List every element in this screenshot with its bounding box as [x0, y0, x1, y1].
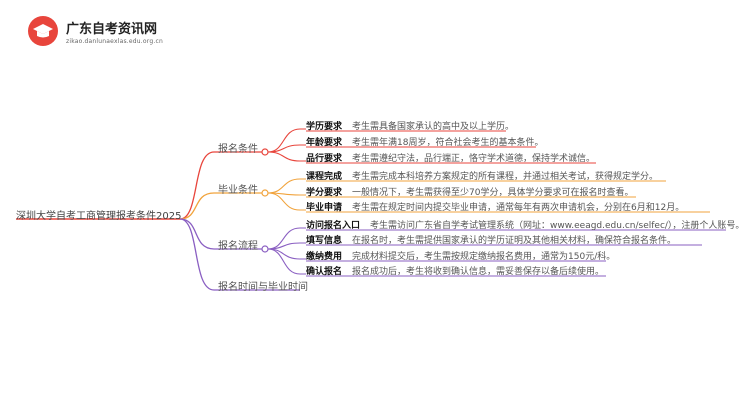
branch-connector: [179, 218, 300, 291]
branch-registration-and-graduation-time: 报名时间与毕业时间: [218, 282, 308, 293]
graduation-cap-icon: [28, 16, 58, 46]
branch-connector: [179, 218, 262, 250]
leaf-connector: [267, 128, 306, 153]
branch-connector: [179, 192, 262, 220]
leaf-age-requirement: 年龄要求考生需年满18周岁，符合社会考生的基本条件。: [306, 135, 543, 148]
branch-registration-process: 报名流程: [218, 241, 258, 252]
leaf-key: 品行要求: [306, 154, 343, 164]
logo-subtitle: zikao.danlunaexlas.edu.org.cn: [66, 38, 163, 45]
leaf-key: 填写信息: [306, 236, 343, 246]
leaf-key: 课程完成: [306, 172, 343, 182]
leaf-key: 确认报名: [306, 267, 343, 277]
leaf-connector: [267, 248, 306, 275]
leaf-course-completion: 课程完成考生需完成本科培养方案规定的所有课程，并通过相关考试，获得规定学分。: [306, 169, 658, 182]
leaf-connector: [267, 151, 306, 162]
leaf-text: 考生需遵纪守法，品行端正，恪守学术道德，保持学术诚信。: [352, 154, 596, 164]
node-dot: [261, 148, 269, 156]
leaf-conduct-requirement: 品行要求考生需遵纪守法，品行端正，恪守学术道德，保持学术诚信。: [306, 151, 595, 164]
leaf-connector: [267, 192, 306, 211]
leaf-text: 考生需访问广东省自学考试管理系统（网址：www.eeagd.edu.cn/sel…: [370, 221, 745, 231]
site-logo: 广东自考资讯网 zikao.danlunaexlas.edu.org.cn: [28, 14, 188, 60]
leaf-text: 一般情况下，考生需获得至少70学分，具体学分要求可在报名时查看。: [352, 188, 634, 198]
leaf-fill-information: 填写信息在报名时，考生需提供国家承认的学历证明及其他相关材料，确保符合报名条件。: [306, 233, 676, 246]
leaf-key: 缴纳费用: [306, 252, 343, 262]
leaf-key: 学历要求: [306, 122, 343, 132]
leaf-confirm-registration: 确认报名报名成功后，考生将收到确认信息，需妥善保存以备后续使用。: [306, 264, 604, 277]
leaf-text: 报名成功后，考生将收到确认信息，需妥善保存以备后续使用。: [352, 267, 605, 277]
leaf-text: 在报名时，考生需提供国家承认的学历证明及其他相关材料，确保符合报名条件。: [352, 236, 677, 246]
leaf-text: 考生需在规定时间内提交毕业申请，通常每年有两次申请机会，分别在6月和12月。: [352, 203, 685, 213]
node-dot: [261, 189, 269, 197]
leaf-key: 访问报名入口: [306, 221, 361, 231]
root-node: 深圳大学自考工商管理报考条件2025: [16, 211, 182, 222]
leaf-connector: [267, 144, 306, 153]
leaf-text: 完成材料提交后，考生需按规定缴纳报名费用，通常为150元/科。: [352, 252, 616, 262]
leaf-key: 年龄要求: [306, 138, 343, 148]
leaf-education-requirement: 学历要求考生需具备国家承认的高中及以上学历。: [306, 119, 514, 132]
leaf-pay-fees: 缴纳费用完成材料提交后，考生需按规定缴纳报名费用，通常为150元/科。: [306, 249, 615, 262]
leaf-visit-entry: 访问报名入口考生需访问广东省自学考试管理系统（网址：www.eeagd.edu.…: [306, 218, 744, 231]
branch-graduation-conditions: 毕业条件: [218, 185, 258, 196]
leaf-connector: [267, 242, 306, 250]
leaf-text: 考生需具备国家承认的高中及以上学历。: [352, 122, 515, 132]
leaf-connector: [267, 178, 306, 194]
leaf-text: 考生需完成本科培养方案规定的所有课程，并通过相关考试，获得规定学分。: [352, 172, 659, 182]
leaf-key: 学分要求: [306, 188, 343, 198]
node-dot: [261, 245, 269, 253]
logo-title: 广东自考资讯网: [66, 22, 158, 37]
leaf-text: 考生需年满18周岁，符合社会考生的基本条件。: [352, 138, 544, 148]
leaf-connector: [267, 227, 306, 250]
leaf-key: 毕业申请: [306, 203, 343, 213]
branch-connector: [179, 151, 262, 220]
leaf-credit-requirement: 学分要求一般情况下，考生需获得至少70学分，具体学分要求可在报名时查看。: [306, 185, 633, 198]
leaf-graduation-application: 毕业申请考生需在规定时间内提交毕业申请，通常每年有两次申请机会，分别在6月和12…: [306, 200, 684, 213]
branch-registration-conditions: 报名条件: [218, 144, 258, 155]
